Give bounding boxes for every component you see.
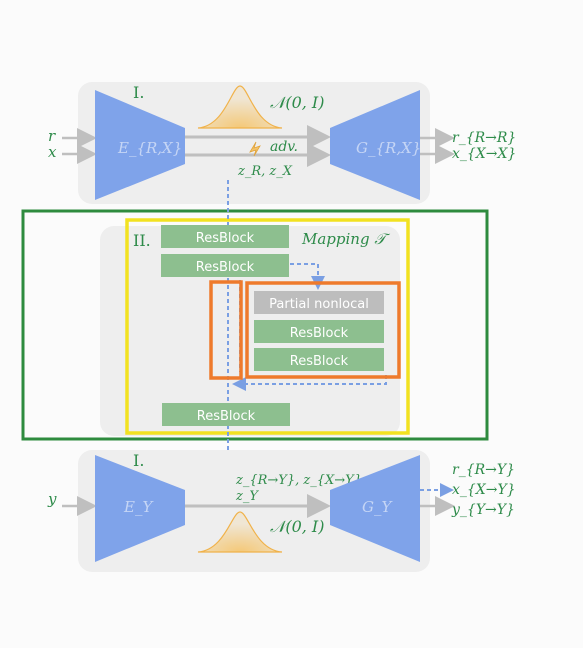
mapping-yellow-frame <box>125 218 410 435</box>
latent-top-label: z_R, z_X <box>237 164 293 179</box>
encoder-rx-label: E_{R,X} <box>117 139 182 157</box>
input-x-label: x <box>48 143 57 161</box>
resblock-2 <box>161 254 289 277</box>
generator-rx-shape <box>330 90 420 200</box>
skip-dashed-path <box>290 263 325 290</box>
partial-nonlocal-label: Partial nonlocal <box>269 297 369 312</box>
top-vae-panel <box>78 82 430 204</box>
output-r-to-y-label: r_{R→Y} <box>452 462 515 478</box>
nonlocal-orange-frame-left <box>209 280 243 380</box>
noise-bottom-label: 𝒩(0, I) <box>270 517 324 536</box>
mapping-label: Mapping 𝒯 <box>301 230 390 248</box>
output-x-to-y-label: x_{X→Y} <box>452 482 516 498</box>
noise-top-label: 𝒩(0, I) <box>270 93 324 112</box>
generator-y-label: G_Y <box>362 498 393 516</box>
gaussian-top-icon <box>197 85 283 129</box>
resblock-5-label: ResBlock <box>197 409 256 424</box>
resblock-2-label: ResBlock <box>196 260 255 275</box>
output-x-label: x_{X→X} <box>452 146 516 162</box>
section-ii-label: II. <box>133 231 151 250</box>
output-y-to-y-label: y_{Y→Y} <box>451 502 515 518</box>
encoder-rx-shape <box>95 90 185 200</box>
resblock-5 <box>162 403 290 426</box>
partial-nonlocal-block <box>254 291 384 314</box>
resblock-3 <box>254 320 384 343</box>
latent-y-label: z_Y <box>235 489 259 504</box>
resblock-4 <box>254 348 384 371</box>
resblock-3-label: ResBlock <box>290 326 349 341</box>
generator-rx-label: G_{R,X} <box>356 139 421 157</box>
input-y-label: y <box>47 490 57 508</box>
resblock-4-label: ResBlock <box>290 354 349 369</box>
encoder-y-shape <box>95 455 185 562</box>
nonlocal-orange-frame-right <box>245 281 401 379</box>
adversarial-icon <box>249 141 261 157</box>
resblock-1-label: ResBlock <box>196 231 255 246</box>
generator-y-shape <box>330 455 420 562</box>
adv-label: adv. <box>270 139 298 155</box>
mapped-latent-label: z_{R→Y}, z_{X→Y} <box>235 473 362 488</box>
gaussian-bottom-icon <box>197 511 283 553</box>
input-r-label: r <box>48 127 56 145</box>
outer-green-frame <box>21 209 489 441</box>
bottom-vae-panel <box>78 450 430 572</box>
encoder-y-label: E_Y <box>123 498 154 516</box>
top-roman-label: I. <box>133 83 144 102</box>
output-r-label: r_{R→R} <box>452 130 516 146</box>
bottom-roman-label: I. <box>133 451 144 470</box>
resblock-1 <box>161 225 289 248</box>
